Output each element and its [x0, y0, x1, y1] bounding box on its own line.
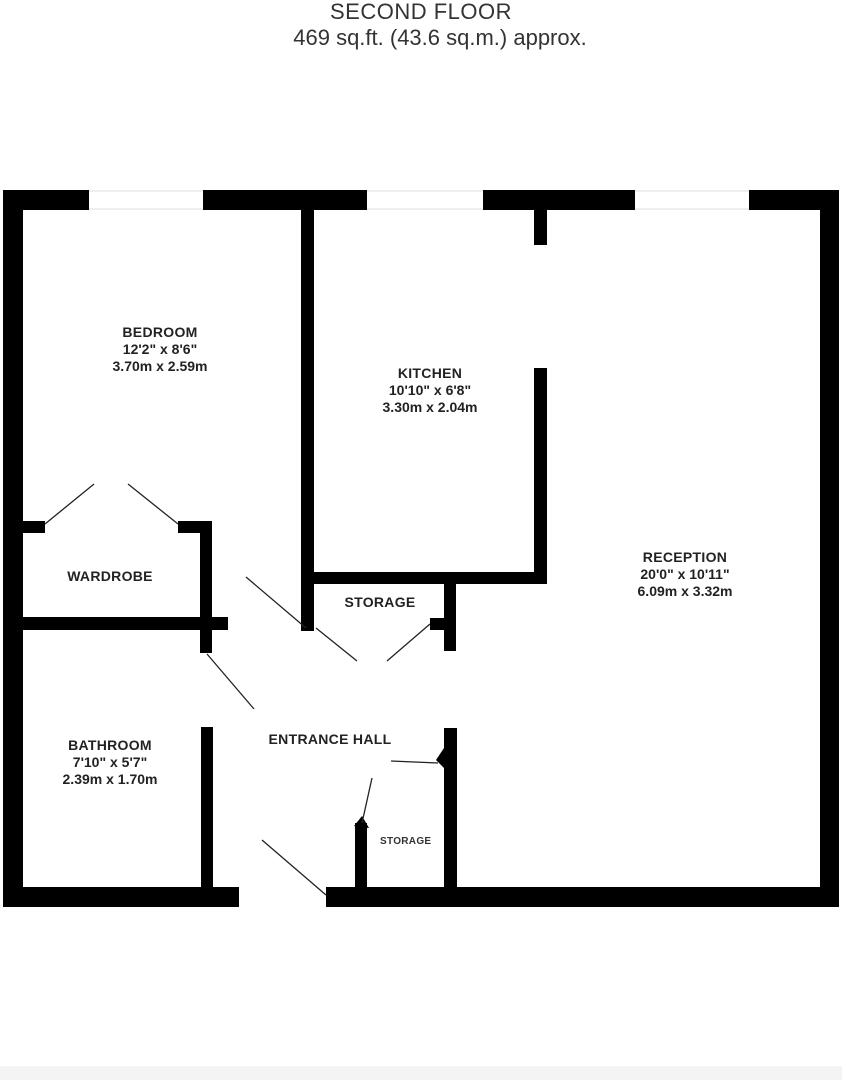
floor-area: 469 sq.ft. (43.6 sq.m.) approx.	[293, 25, 587, 50]
floor-title: SECOND FLOOR	[329, 0, 513, 24]
room-imperial: 10'10" x 6'8"	[388, 382, 472, 398]
wall-storage-right	[444, 584, 456, 651]
door-entrance	[261, 839, 327, 896]
wall-wardrobe-jamb-left	[23, 521, 45, 533]
wall-kitchen-bottom	[314, 572, 547, 584]
room-storage-lower: STORAGE	[380, 836, 432, 847]
windows	[88, 190, 750, 210]
room-bedroom: BEDROOM 12'2" x 8'6" 3.70m x 2.59m	[60, 324, 260, 375]
wall-top-mid-right	[483, 190, 635, 210]
room-metric: 3.70m x 2.59m	[112, 358, 208, 374]
wall-door-hinge-2	[354, 816, 369, 828]
door-wardrobe-right	[127, 483, 179, 525]
door-bathroom	[206, 653, 255, 710]
room-metric: 3.30m x 2.04m	[382, 399, 478, 415]
wall-bottom-right	[326, 887, 839, 907]
room-name: BEDROOM	[122, 324, 198, 340]
wall-wardrobe-right	[200, 521, 212, 653]
wall-bottom-left	[3, 887, 239, 907]
room-name: BATHROOM	[68, 737, 152, 753]
room-reception: RECEPTION 20'0" x 10'11" 6.09m x 3.32m	[585, 549, 785, 600]
wall-storage-door-jamb	[430, 618, 446, 630]
door-reception	[390, 760, 439, 764]
wall-stub-top	[534, 205, 547, 245]
room-imperial: 7'10" x 5'7"	[72, 754, 148, 770]
room-name: RECEPTION	[642, 549, 728, 565]
wall-top-mid-left	[203, 190, 367, 210]
wall-top-right	[749, 190, 839, 210]
room-kitchen: KITCHEN 10'10" x 6'8" 3.30m x 2.04m	[330, 365, 530, 416]
room-name: ENTRANCE HALL	[268, 731, 392, 747]
door-storage-right	[386, 623, 431, 662]
walls	[3, 190, 839, 907]
room-imperial: 12'2" x 8'6"	[122, 341, 198, 357]
door-wardrobe-left	[44, 483, 95, 525]
wall-lower-storage-right	[444, 728, 457, 891]
room-storage-upper: STORAGE	[320, 594, 440, 611]
wall-kitchen-reception	[534, 368, 547, 584]
room-name: STORAGE	[344, 594, 416, 610]
bottom-strip	[0, 1066, 842, 1080]
wall-left	[3, 190, 23, 907]
room-name: KITCHEN	[397, 365, 463, 381]
wall-bathroom-right	[201, 727, 213, 892]
room-entrance-hall: ENTRANCE HALL	[240, 731, 420, 748]
door-swings	[44, 483, 439, 896]
door-bedroom	[245, 576, 307, 629]
door-lower-storage	[361, 777, 373, 824]
wall-lower-storage-left	[355, 823, 367, 891]
wall-bedroom-kitchen	[301, 205, 314, 631]
room-imperial: 20'0" x 10'11"	[640, 566, 730, 582]
door-storage-left	[315, 627, 358, 662]
wall-wardrobe-bottom	[23, 617, 228, 630]
room-wardrobe: WARDROBE	[40, 568, 180, 585]
room-bathroom: BATHROOM 7'10" x 5'7" 2.39m x 1.70m	[10, 737, 210, 788]
wall-door-hinge	[436, 748, 446, 770]
wall-right	[820, 190, 839, 907]
room-metric: 6.09m x 3.32m	[637, 583, 733, 599]
room-name: WARDROBE	[67, 568, 153, 584]
room-metric: 2.39m x 1.70m	[62, 771, 158, 787]
wall-top-left	[3, 190, 89, 210]
